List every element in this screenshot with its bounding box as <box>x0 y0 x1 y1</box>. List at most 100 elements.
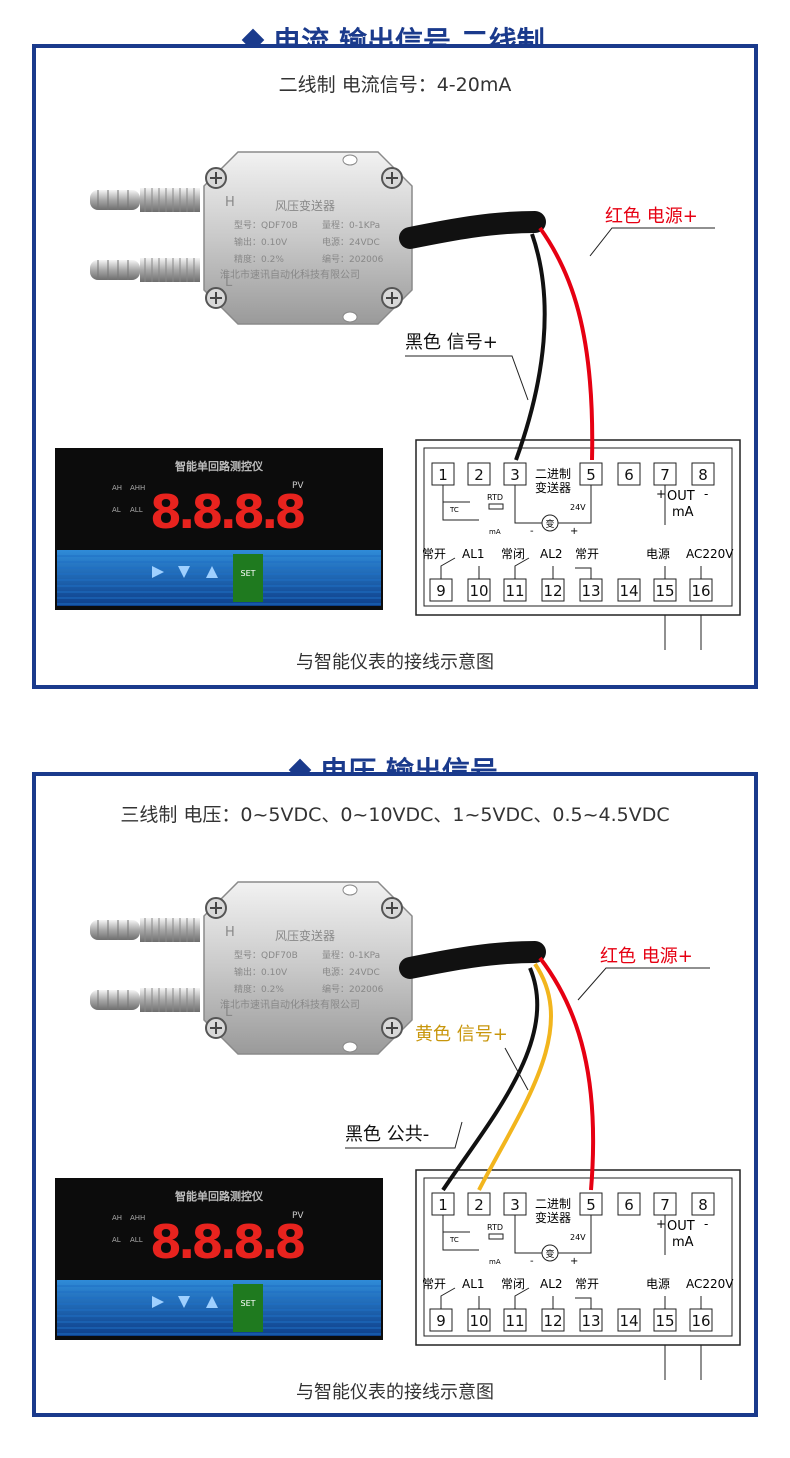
up-key-icon <box>206 566 218 578</box>
rtd-label: RTD <box>487 1223 503 1232</box>
terminal-box <box>467 1192 491 1216</box>
terminal-outer-frame <box>415 439 741 616</box>
meter-keypad <box>57 1280 381 1336</box>
power-leads <box>664 1345 702 1380</box>
meter-display: 8.8.8.8 <box>150 485 304 539</box>
relay2-al2-label: AL2 <box>540 1277 563 1291</box>
terminal-number: 7 <box>660 466 670 484</box>
yellow-wire-label: 黄色 信号+ <box>415 1024 508 1045</box>
indicator-ah: AH <box>112 484 122 492</box>
sensor-body <box>203 881 413 1055</box>
sensor-power: 电源：24VDC <box>322 236 380 248</box>
transmitter-label-1: 二进制 <box>535 467 571 481</box>
terminal-number: 11 <box>505 582 524 600</box>
terminal-number: 16 <box>691 1312 710 1330</box>
transformer-label: 变 <box>545 518 554 530</box>
plus-label: + <box>570 1256 578 1267</box>
v24-label: 24V <box>570 503 586 512</box>
sensor-h-label: H <box>225 925 235 940</box>
red-wire-label: 红色 电源+ <box>600 946 693 967</box>
relay1-switch <box>440 1287 480 1309</box>
power-label: 电源 <box>646 1277 670 1291</box>
sensor-name: 风压变送器 <box>275 928 335 943</box>
relay2-al2-label: AL2 <box>540 547 563 561</box>
terminal-number: 10 <box>469 1312 488 1330</box>
terminal-number: 6 <box>624 1196 634 1214</box>
pipe-thread <box>140 258 200 282</box>
transmitter-label-2: 变送器 <box>535 480 571 495</box>
red-label-leader <box>577 967 710 1001</box>
mount-hole <box>342 154 358 166</box>
l-pipe <box>90 258 200 282</box>
tc-loop <box>442 1215 479 1251</box>
set-key <box>233 1284 263 1332</box>
indicator-ahh: AHH <box>130 484 145 492</box>
h-pipe <box>90 188 200 212</box>
power-lines <box>664 566 702 579</box>
rtd-resistor <box>488 503 504 510</box>
rtd-label: RTD <box>487 493 503 502</box>
red-wire <box>538 226 595 461</box>
black-label-leader <box>405 355 529 401</box>
terminal-number: 8 <box>698 1196 708 1214</box>
terminal-number: 7 <box>660 1196 670 1214</box>
pipe-thread <box>140 188 200 212</box>
sensor-model: 型号：QDF70B <box>234 220 298 231</box>
black-wire-label: 黑色 信号+ <box>405 332 498 353</box>
terminal-number: 3 <box>510 466 520 484</box>
set-key <box>233 554 263 602</box>
out-plus-label: + <box>656 1217 666 1231</box>
terminal-number: 2 <box>474 466 484 484</box>
sensor-serial: 编号：202006 <box>322 983 384 995</box>
section1-subtitle: 二线制 电流信号：4-20mA <box>278 74 512 96</box>
transmitter-label-1: 二进制 <box>535 1197 571 1211</box>
transmitter-label-2: 变送器 <box>535 1210 571 1225</box>
terminal-number: 2 <box>474 1196 484 1214</box>
sensor-serial: 编号：202006 <box>322 253 384 265</box>
terminal-number: 13 <box>581 582 600 600</box>
terminal-box <box>691 1192 715 1216</box>
terminal-number: 6 <box>624 466 634 484</box>
red-wire-label: 红色 电源+ <box>605 206 698 227</box>
out-minus-label: - <box>704 487 708 501</box>
meter-pv-label: PV <box>292 1211 304 1221</box>
ma-small-label: mA <box>489 528 501 536</box>
terminal-number: 9 <box>436 1312 446 1330</box>
terminal-number: 14 <box>619 1312 638 1330</box>
terminal-number: 11 <box>505 1312 524 1330</box>
terminal-inner-frame <box>423 447 733 607</box>
cable-sheath <box>399 941 546 979</box>
sensor-l-label: L <box>225 1005 233 1020</box>
terminal-number: 14 <box>619 582 638 600</box>
out-label: OUT <box>667 1219 695 1234</box>
black-wire <box>441 967 540 1192</box>
mount-hole <box>342 884 358 896</box>
meter-keypad <box>57 550 381 606</box>
red-wire <box>538 956 596 1191</box>
terminal-number: 5 <box>586 466 596 484</box>
terminal-number: 16 <box>691 582 710 600</box>
sensor-accuracy: 精度：0.2% <box>234 253 284 265</box>
terminal-box <box>617 1192 641 1216</box>
terminal-outer-frame <box>415 1169 741 1346</box>
tc-loop <box>442 485 479 521</box>
down-key-icon <box>178 566 190 578</box>
black-wire <box>514 233 547 461</box>
relay2-no-label: 常开 <box>575 1277 599 1291</box>
mount-hole <box>342 311 358 323</box>
terminal-number: 12 <box>543 1312 562 1330</box>
rtd-resistor <box>488 1233 504 1240</box>
sensor-accuracy: 精度：0.2% <box>234 983 284 995</box>
yellow-label-leader <box>504 1047 529 1091</box>
set-key-label: SET <box>240 1299 255 1308</box>
relay2-no-label: 常开 <box>575 547 599 561</box>
mount-hole <box>342 1041 358 1053</box>
terminal-box <box>617 578 641 602</box>
indicator-all: ALL <box>130 506 143 514</box>
